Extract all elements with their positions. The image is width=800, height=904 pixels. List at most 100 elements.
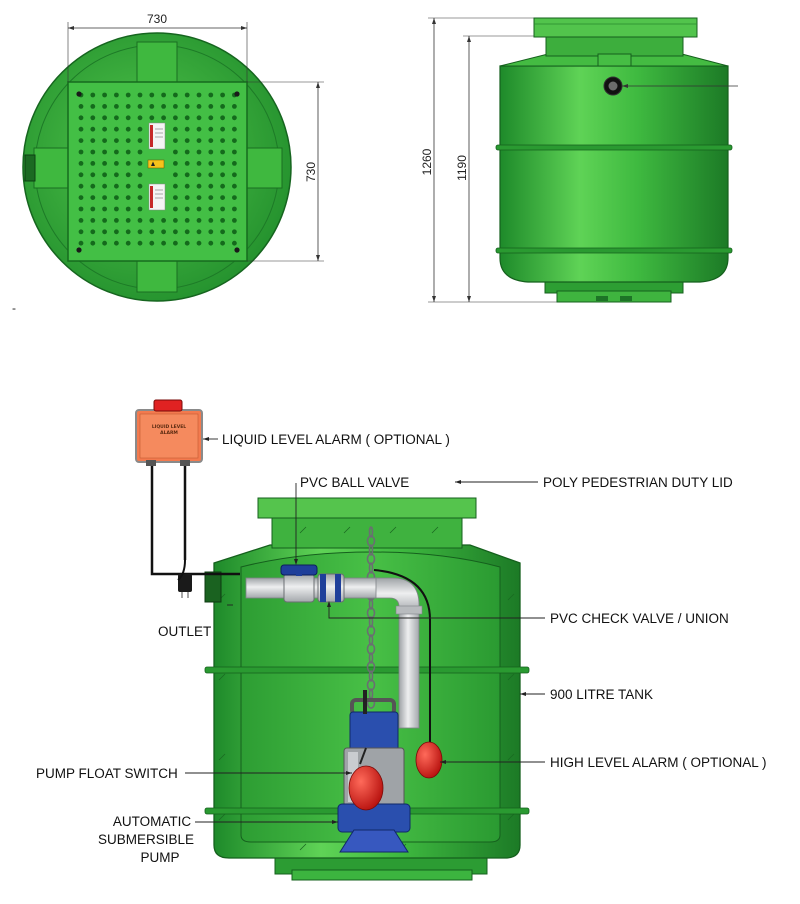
vent-hole [137,183,143,189]
vent-hole [125,229,131,235]
vent-hole [208,183,214,189]
section-view: LIQUID LEVEL ALARM LIQUID LEVEL [36,399,767,881]
vent-hole [125,104,131,109]
vent-hole [78,240,84,246]
vent-hole [196,138,202,144]
alarm-beacon-icon [153,399,183,412]
callout-outlet: OUTLET [158,624,211,639]
chain-link [366,679,376,691]
chain-link [366,625,376,637]
vent-hole [125,172,131,178]
vent-hole [149,240,155,246]
vent-hole [125,115,131,121]
chain-link [366,535,376,547]
vent-hole [220,218,226,223]
vent-hole [90,138,96,144]
vent-hole [137,240,143,246]
vent-hole [90,104,96,109]
inlet-port-inner [608,81,618,91]
vent-hole [208,104,214,109]
vent-hole [173,240,178,246]
warning-sticker-icon [147,159,165,169]
vent-hole [232,195,237,201]
vent-hole [137,206,143,212]
tank-height-arrow-bottom [467,296,471,302]
vent-hole [149,115,155,121]
vent-hole [220,206,226,212]
vent-hole [184,229,190,235]
base-slot-right [620,296,632,301]
vent-hole [114,138,119,144]
riser-coupling [395,605,423,615]
vent-hole [102,149,107,155]
vent-hole [208,206,214,212]
vent-hole [196,183,202,189]
vent-hole [196,149,202,155]
vent-hole [184,161,190,166]
vent-hole [78,126,84,132]
vent-hole [220,149,226,155]
vent-hole [161,218,167,223]
vent-hole [161,92,167,98]
vent-hole [220,240,226,246]
vent-hole [196,115,202,121]
vent-hole [78,104,84,109]
vent-hole [196,195,202,201]
vent-hole [184,138,190,144]
vent-hole [114,183,119,189]
vent-hole [137,161,143,166]
vent-hole [208,240,214,246]
vent-hole [161,240,167,246]
vent-hole [90,229,96,235]
vent-hole [196,92,202,98]
vent-hole [220,229,226,235]
vent-hole [232,240,237,246]
discharge-riser [398,601,420,729]
lid-plan [67,81,248,262]
vent-hole [184,195,190,201]
vent-hole [208,149,214,155]
vent-hole [114,172,119,178]
vent-hole [137,126,143,132]
callout-liquid-level-alarm: LIQUID LEVEL ALARM ( OPTIONAL ) [222,432,450,447]
base-slot-left [596,296,608,301]
pump-motor [349,711,399,753]
chain-link [368,598,374,610]
vent-hole [90,92,96,98]
vent-hole [173,138,178,144]
union-band-left [320,574,326,602]
plan-width-dim: 730 [147,12,167,26]
vent-hole [114,240,119,246]
plan-rib-right [241,147,283,189]
vent-hole [184,115,190,121]
callout-pvc-ball-valve: PVC BALL VALVE [300,475,409,490]
callout-pump-line3: PUMP [140,850,179,865]
vent-hole [196,104,202,109]
vent-hole [184,92,190,98]
vent-hole [220,126,226,132]
vent-hole [78,183,84,189]
vent-hole [232,206,237,212]
vent-hole [137,195,143,201]
high-level-float-icon [415,741,443,779]
vent-hole [196,206,202,212]
lid-bolt-br [234,247,240,253]
vent-hole [102,92,107,98]
vent-hole [173,206,178,212]
vent-hole [196,218,202,223]
vent-hole [78,172,84,178]
chain-link [368,670,374,682]
vent-hole [196,240,202,246]
callout-lid: POLY PEDESTRIAN DUTY LID [543,475,733,490]
chain-link [368,616,374,628]
vent-hole [114,195,119,201]
vent-hole [102,104,107,109]
tank-body-side [499,65,729,283]
plan-width-arrow-left [68,26,74,30]
vent-hole [114,149,119,155]
section-lid [257,497,477,519]
high-level-float-cable [373,569,431,742]
vent-hole [173,161,178,166]
